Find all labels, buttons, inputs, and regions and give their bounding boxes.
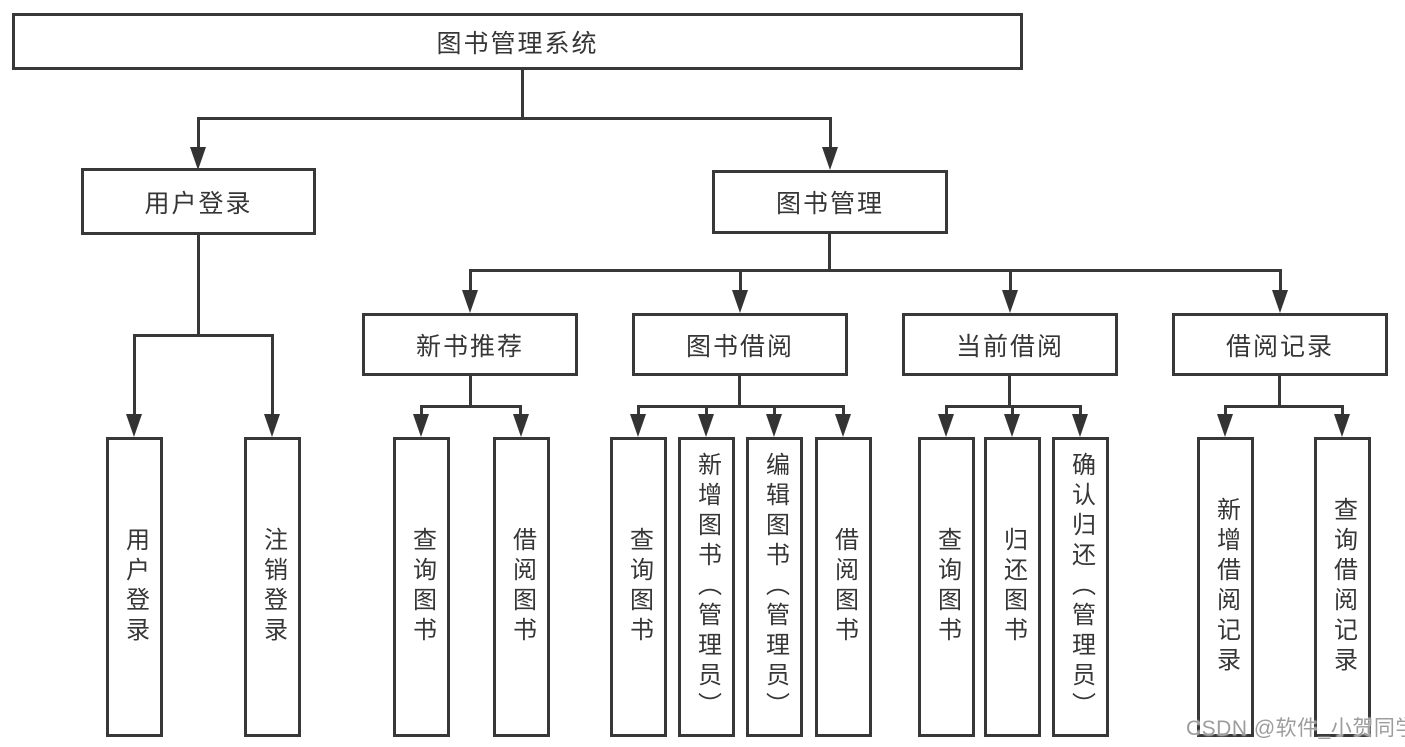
arrow-down-icon: [698, 414, 714, 437]
leaf-cb-query-books: 查询图书: [918, 437, 975, 737]
connector-user-login-stem: [197, 233, 200, 336]
leaf-label: 用户登录: [121, 527, 149, 647]
leaf-label: 编辑图书（管理员）: [761, 452, 789, 722]
connector-user-login-drop-right: [271, 334, 274, 416]
connector-book-mgmt-drop-4: [1279, 269, 1282, 292]
leaf-label: 归还图书: [999, 527, 1027, 647]
leaf-user-login: 用户登录: [106, 437, 163, 737]
connector-bb-hbar: [637, 405, 845, 408]
node-book-management: 图书管理: [712, 170, 948, 234]
leaf-br-add-borrow-record: 新增借阅记录: [1197, 437, 1254, 737]
arrow-down-icon: [413, 414, 429, 437]
connector-br-stem: [1278, 375, 1281, 407]
leaf-nbr-query-books: 查询图书: [393, 437, 450, 737]
leaf-bb-edit-books-admin: 编辑图书（管理员）: [746, 437, 803, 737]
node-book-borrowing: 图书借阅: [632, 313, 848, 376]
node-label: 用户登录: [144, 189, 253, 218]
node-user-login: 用户登录: [81, 168, 316, 235]
connector-user-login-hbar: [133, 334, 274, 337]
arrow-down-icon: [630, 414, 646, 437]
connector-br-drop-2: [1341, 405, 1344, 416]
arrow-down-icon: [1072, 414, 1088, 437]
leaf-label: 新增图书（管理员）: [693, 452, 721, 722]
node-library-management-system: 图书管理系统: [12, 13, 1023, 70]
connector-book-mgmt-stem: [828, 233, 831, 271]
connector-bb-stem: [738, 375, 741, 407]
leaf-label: 借阅图书: [830, 527, 858, 647]
leaf-label: 借阅图书: [508, 527, 536, 647]
connector-bb-drop-3: [773, 405, 776, 416]
arrow-down-icon: [1272, 290, 1288, 313]
leaf-label: 确认归还（管理员）: [1067, 452, 1095, 722]
connector-book-mgmt-hbar: [469, 269, 1282, 272]
connector-br-hbar: [1224, 405, 1344, 408]
connector-root-drop-left: [197, 117, 200, 149]
connector-bb-drop-4: [842, 405, 845, 416]
connector-nbr-drop-1: [420, 405, 423, 416]
connector-book-mgmt-drop-1: [469, 269, 472, 292]
leaf-cb-confirm-return-admin: 确认归还（管理员）: [1052, 437, 1109, 737]
leaf-bb-borrow-books: 借阅图书: [815, 437, 872, 737]
connector-root-stem: [521, 68, 524, 120]
connector-bb-drop-1: [637, 405, 640, 416]
arrow-down-icon: [513, 414, 529, 437]
arrow-down-icon: [1217, 414, 1233, 437]
connector-user-login-drop-left: [133, 334, 136, 416]
connector-root-hbar: [197, 117, 832, 120]
arrow-down-icon: [264, 414, 280, 437]
leaf-label: 查询借阅记录: [1329, 497, 1357, 677]
arrow-down-icon: [732, 290, 748, 313]
arrow-down-icon: [822, 147, 838, 170]
connector-book-mgmt-drop-3: [1009, 269, 1012, 292]
leaf-label: 注销登录: [259, 527, 287, 647]
leaf-nbr-borrow-books: 借阅图书: [493, 437, 550, 737]
connector-cb-drop-3: [1079, 405, 1082, 416]
connector-book-mgmt-drop-2: [739, 269, 742, 292]
leaf-label: 查询图书: [625, 527, 653, 647]
arrow-down-icon: [462, 290, 478, 313]
connector-nbr-drop-2: [519, 405, 522, 416]
node-label: 当前借阅: [955, 332, 1064, 361]
node-label: 图书管理系统: [436, 29, 599, 58]
arrow-down-icon: [1334, 414, 1350, 437]
node-current-borrowing: 当前借阅: [902, 313, 1118, 376]
node-label: 新书推荐: [415, 332, 524, 361]
arrow-down-icon: [1002, 290, 1018, 313]
arrow-down-icon: [766, 414, 782, 437]
leaf-cb-return-books: 归还图书: [984, 437, 1041, 737]
leaf-label: 查询图书: [408, 527, 436, 647]
connector-bb-drop-2: [705, 405, 708, 416]
connector-nbr-stem: [469, 375, 472, 407]
csdn-watermark: CSDN @软件_小贺同学: [1186, 717, 1405, 740]
leaf-br-query-borrow-record: 查询借阅记录: [1314, 437, 1371, 737]
arrow-down-icon: [190, 147, 206, 170]
arrow-down-icon: [938, 414, 954, 437]
node-borrowing-records: 借阅记录: [1172, 313, 1388, 376]
node-label: 图书管理: [775, 190, 884, 218]
node-new-book-recommendation: 新书推荐: [362, 313, 578, 376]
connector-cb-stem: [1008, 375, 1011, 407]
connector-cb-drop-2: [1011, 405, 1014, 416]
leaf-bb-add-books-admin: 新增图书（管理员）: [678, 437, 735, 737]
connector-br-drop-1: [1224, 405, 1227, 416]
arrow-down-icon: [1004, 414, 1020, 437]
leaf-label: 新增借阅记录: [1212, 497, 1240, 677]
node-label: 借阅记录: [1225, 332, 1334, 361]
leaf-bb-query-books: 查询图书: [610, 437, 667, 737]
connector-nbr-hbar: [420, 405, 522, 408]
leaf-logout: 注销登录: [244, 437, 301, 737]
arrow-down-icon: [835, 414, 851, 437]
leaf-label: 查询图书: [933, 527, 961, 647]
connector-cb-drop-1: [945, 405, 948, 416]
connector-root-drop-right: [829, 117, 832, 149]
node-label: 图书借阅: [685, 332, 794, 361]
arrow-down-icon: [126, 414, 142, 437]
